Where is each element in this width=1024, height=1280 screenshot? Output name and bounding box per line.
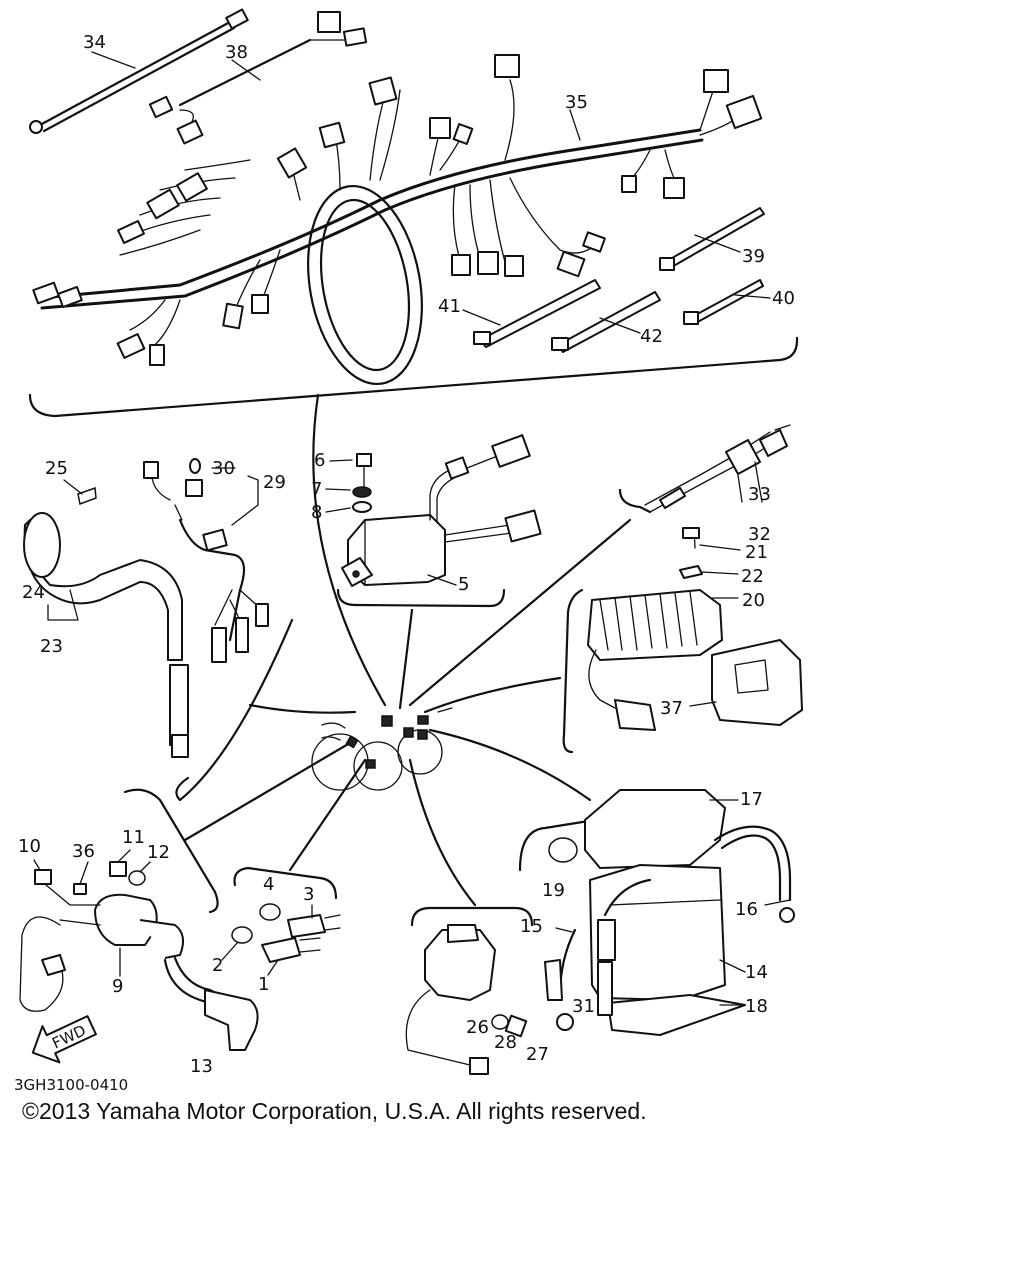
callout-25: 25	[45, 458, 68, 479]
callout-39: 39	[742, 246, 765, 267]
connection-hub	[183, 393, 632, 907]
wiring-harness-diagram: 34 38 35 39 40 41 42	[14, 8, 803, 1094]
diagram-code: 3GH3100-0410	[14, 1076, 128, 1094]
switch-group: 4 3 2 1	[212, 866, 341, 995]
callout-3: 3	[303, 884, 314, 905]
callout-36: 36	[72, 841, 95, 862]
callout-7: 7	[311, 479, 322, 500]
callout-8: 8	[311, 502, 322, 523]
callout-35: 35	[565, 92, 588, 113]
callout-19: 19	[542, 880, 565, 901]
cdi-unit-group: 6 7 8 5	[311, 434, 542, 608]
callout-6: 6	[314, 450, 325, 471]
callout-27: 27	[526, 1044, 549, 1065]
callout-37: 37	[660, 698, 683, 719]
callout-18: 18	[745, 996, 768, 1017]
callout-38: 38	[225, 42, 248, 63]
callout-17: 17	[740, 789, 763, 810]
callout-33: 33	[748, 484, 771, 505]
callout-14: 14	[745, 962, 768, 983]
callout-34: 34	[83, 32, 106, 53]
callout-12: 12	[147, 842, 170, 863]
callout-41: 41	[438, 296, 461, 317]
handlebar-switch-group: 25 24 23 30 29	[22, 458, 294, 802]
regulator-group: 33 32 21 22 20 37	[562, 424, 803, 754]
callout-42: 42	[640, 326, 663, 347]
callout-30: 30	[212, 458, 235, 479]
callout-10: 10	[18, 836, 41, 857]
callout-26: 26	[466, 1017, 489, 1038]
callout-15: 15	[520, 916, 543, 937]
callout-16: 16	[735, 899, 758, 920]
battery-group: 17 19 16 15 14 18 31	[518, 789, 795, 1036]
callout-29: 29	[263, 472, 286, 493]
callout-21: 21	[745, 542, 768, 563]
callout-4: 4	[263, 874, 274, 895]
callout-31: 31	[572, 996, 595, 1017]
coil-group: 10 36 11 12 9 13 FWD	[18, 788, 259, 1077]
callout-40: 40	[772, 288, 795, 309]
callout-28: 28	[494, 1032, 517, 1053]
callout-13: 13	[190, 1056, 213, 1077]
fwd-arrow-icon: FWD	[31, 1015, 97, 1064]
callout-24: 24	[22, 582, 45, 603]
wire-harness-group: 34 38 35 39 40 41 42	[28, 8, 799, 418]
copyright-notice: ©2013 Yamaha Motor Corporation, U.S.A. A…	[22, 1098, 647, 1124]
callout-11: 11	[122, 827, 145, 848]
callout-1: 1	[258, 974, 269, 995]
callout-32: 32	[748, 524, 771, 545]
starter-relay-group: 26 28 27	[405, 906, 549, 1075]
callout-5: 5	[458, 574, 469, 595]
callout-9: 9	[112, 976, 123, 997]
callout-23: 23	[40, 636, 63, 657]
callout-2: 2	[212, 955, 223, 976]
callout-20: 20	[742, 590, 765, 611]
callout-22: 22	[741, 566, 764, 587]
